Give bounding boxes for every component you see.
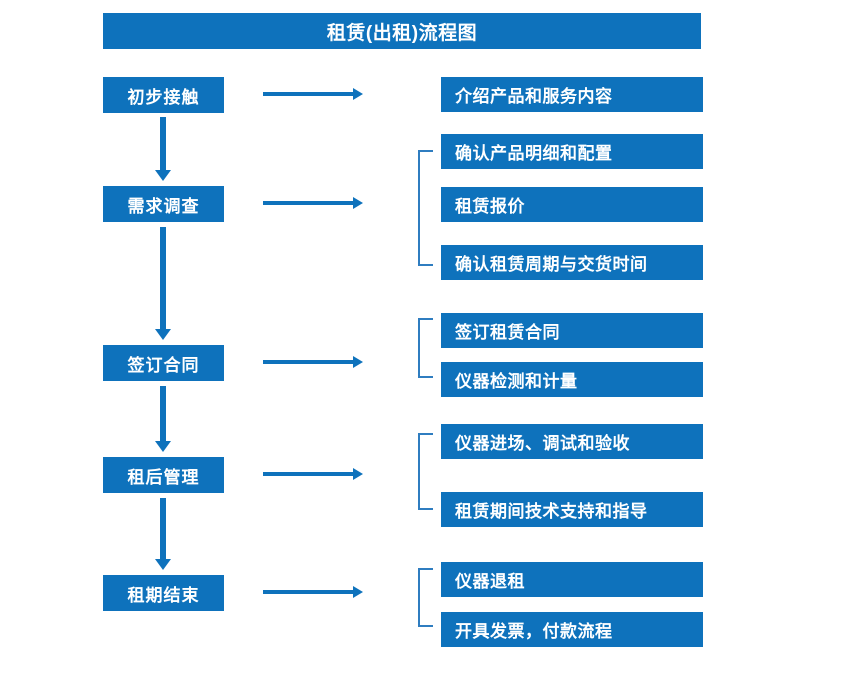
down-arrow-icon-3 [152,386,174,452]
detail-box-租赁报价[interactable]: 租赁报价 [441,187,703,222]
down-arrow-icon-4 [152,498,174,570]
detail-box-确认租赁周期与交货时间[interactable]: 确认租赁周期与交货时间 [441,245,703,280]
group-bracket-4 [418,433,433,510]
group-bracket-3 [418,318,433,378]
stage-box-租后管理[interactable]: 租后管理 [103,457,224,493]
detail-box-仪器检测和计量[interactable]: 仪器检测和计量 [441,362,703,397]
detail-box-确认产品明细和配置[interactable]: 确认产品明细和配置 [441,134,703,169]
down-arrow-icon-1 [152,117,174,181]
detail-box-租赁期间技术支持和指导[interactable]: 租赁期间技术支持和指导 [441,492,703,527]
detail-box-介绍产品和服务内容[interactable]: 介绍产品和服务内容 [441,77,703,112]
right-arrow-icon-3 [263,354,363,370]
right-arrow-icon-4 [263,466,363,482]
right-arrow-icon-5 [263,584,363,600]
page-title: 租赁(出租)流程图 [103,13,701,49]
stage-box-需求调查[interactable]: 需求调查 [103,186,224,222]
right-arrow-icon-1 [263,86,363,102]
detail-box-签订租赁合同[interactable]: 签订租赁合同 [441,313,703,348]
group-bracket-5 [418,568,433,627]
stage-box-初步接触[interactable]: 初步接触 [103,77,224,113]
detail-box-仪器进场调试和验收[interactable]: 仪器进场、调试和验收 [441,424,703,459]
stage-box-签订合同[interactable]: 签订合同 [103,345,224,381]
right-arrow-icon-2 [263,195,363,211]
stage-box-租期结束[interactable]: 租期结束 [103,575,224,611]
group-bracket-2 [418,150,433,266]
detail-box-仪器退租[interactable]: 仪器退租 [441,562,703,597]
detail-box-开具发票付款流程[interactable]: 开具发票，付款流程 [441,612,703,647]
down-arrow-icon-2 [152,227,174,340]
